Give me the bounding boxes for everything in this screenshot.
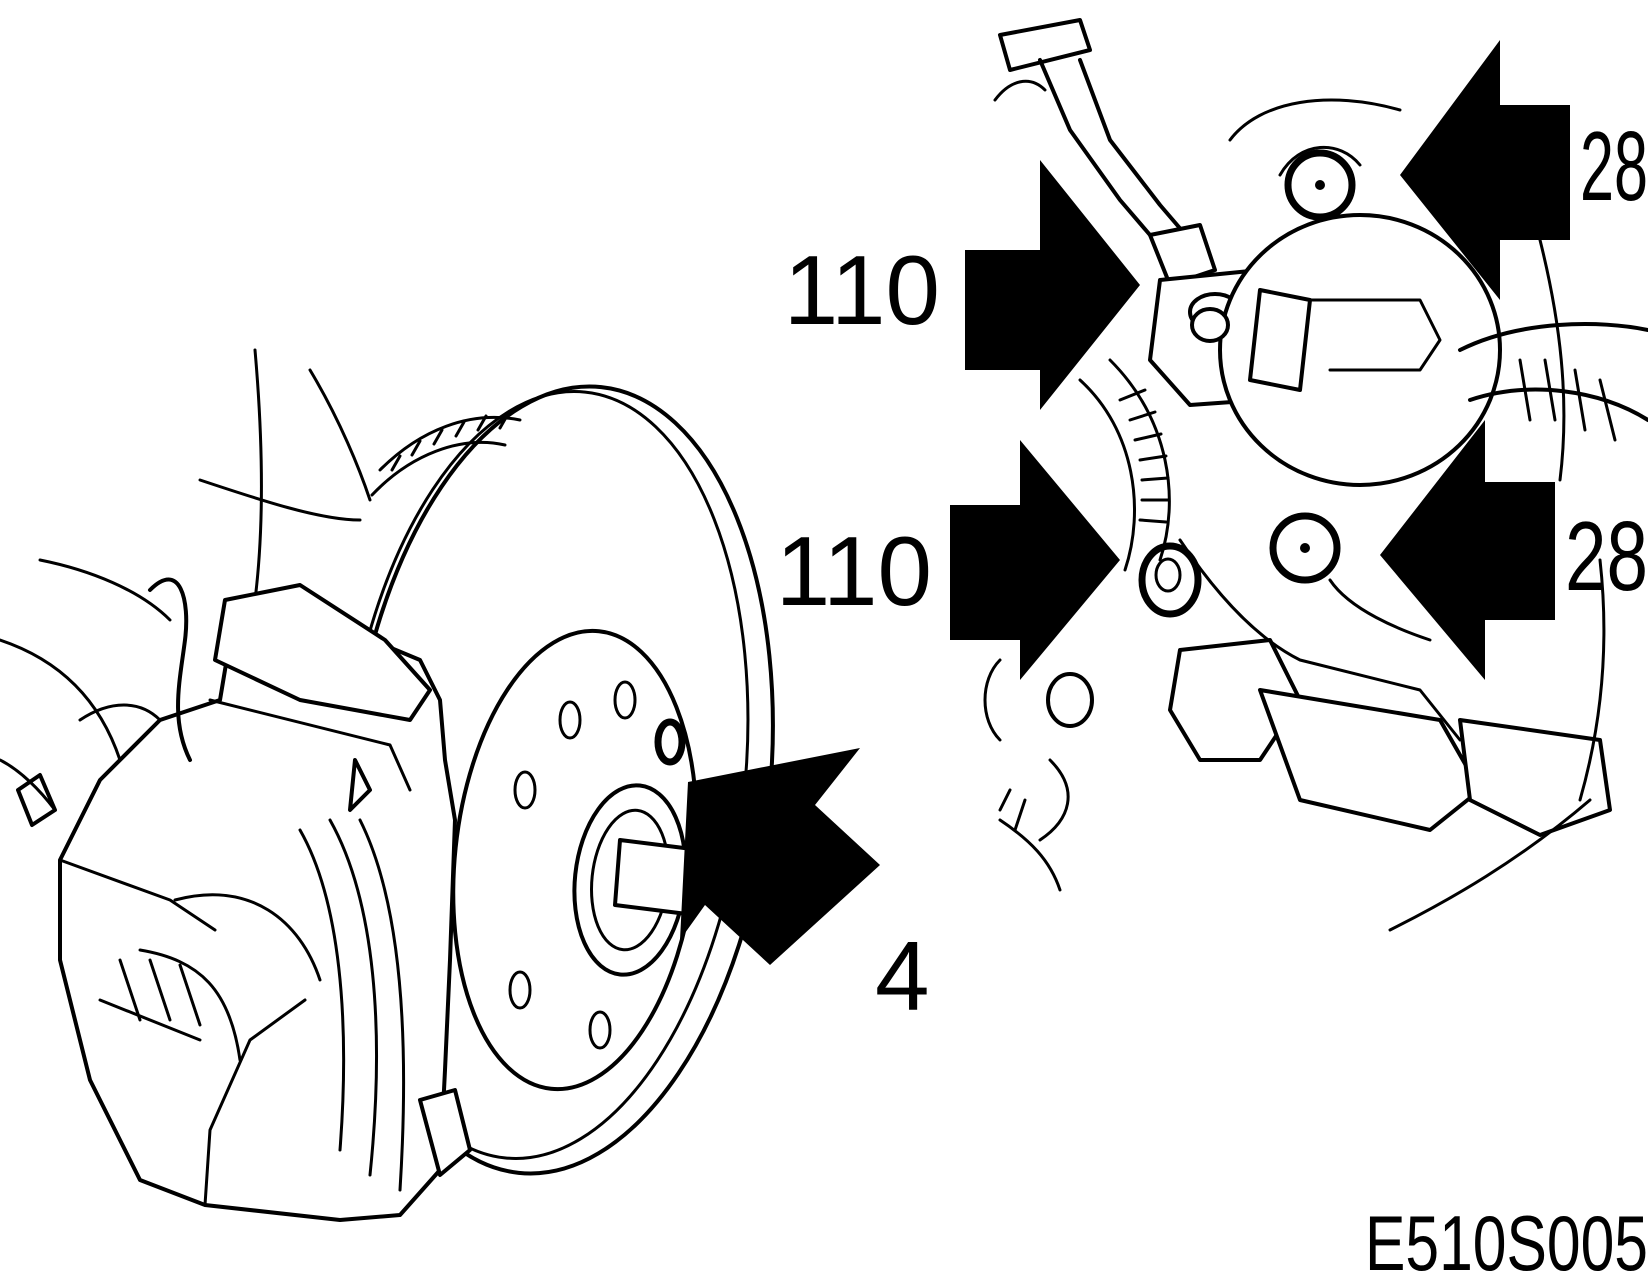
caliper-bolt-upper (1190, 307, 1230, 343)
arrow-icon (1380, 420, 1555, 680)
caliper-bracket-drawing (983, 18, 1648, 932)
torque-label-hub: 4 (875, 921, 930, 1031)
disc-and-caliper-drawing (0, 348, 775, 1222)
arrow-icon (680, 748, 880, 965)
torque-label-lower-right: 28 (1565, 501, 1648, 611)
arrow-icon (965, 160, 1140, 410)
figure-code: E510S005 (1365, 1199, 1648, 1287)
torque-label-lower-left: 110 (776, 516, 932, 626)
torque-label-upper-left: 110 (784, 235, 940, 345)
torque-label-upper-right: 28 (1580, 111, 1648, 221)
arrow-icon (1400, 40, 1570, 300)
caliper-bolt-lower (1138, 542, 1202, 618)
caliper-housing (1218, 213, 1502, 487)
wheel-bolt-hole (654, 718, 686, 766)
arrow-icon (950, 440, 1120, 680)
